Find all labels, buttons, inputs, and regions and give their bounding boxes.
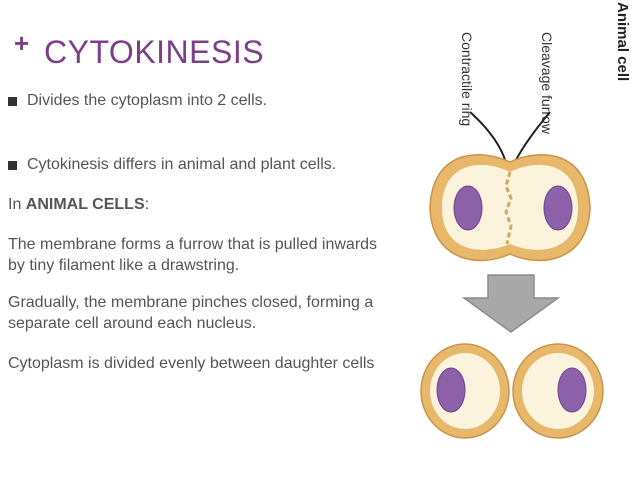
nucleus-right xyxy=(543,185,573,231)
bullet-square-icon xyxy=(8,96,17,106)
paragraph-cytoplasm: Cytoplasm is divided evenly between daug… xyxy=(8,355,375,372)
bullet-text: Cytokinesis differs in animal and plant … xyxy=(27,156,337,173)
label-cleavage-furrow: Cleavage furrow xyxy=(539,32,555,134)
daughter-cell-left xyxy=(420,343,510,439)
intro-prefix: In xyxy=(8,196,26,213)
dividing-cell-cytoplasm xyxy=(442,164,578,250)
intro-bold: ANIMAL CELLS xyxy=(25,196,145,213)
bullet-text: Divides the cytoplasm into 2 cells. xyxy=(27,92,268,109)
slide-title: CYTOKINESIS xyxy=(44,34,265,70)
animal-cell-figure: Animal cell Cleavage furrow Contractile … xyxy=(410,0,638,479)
bullet-item-1: Divides the cytoplasm into 2 cells. xyxy=(8,92,267,110)
intro-suffix: : xyxy=(144,196,150,213)
intro-line: In ANIMAL CELLS: xyxy=(8,194,388,215)
label-contractile-ring: Contractile ring xyxy=(459,32,475,127)
down-arrow-icon xyxy=(461,274,561,333)
bullet-square-icon xyxy=(8,160,17,170)
paragraph-pinch: Gradually, the membrane pinches closed, … xyxy=(8,294,374,332)
dividing-cell xyxy=(429,154,591,262)
daughter-right-nucleus xyxy=(557,367,587,413)
bullet-item-2: Cytokinesis differs in animal and plant … xyxy=(8,156,336,174)
label-animal-cell: Animal cell xyxy=(614,2,631,82)
paragraph-furrow: The membrane forms a furrow that is pull… xyxy=(8,236,378,274)
daughter-cell-right xyxy=(512,343,604,439)
nucleus-left xyxy=(453,185,483,231)
daughter-left-nucleus xyxy=(436,367,466,413)
contractile-ring xyxy=(504,171,513,245)
plus-icon: + xyxy=(14,28,30,58)
cell-diagram xyxy=(420,111,604,439)
